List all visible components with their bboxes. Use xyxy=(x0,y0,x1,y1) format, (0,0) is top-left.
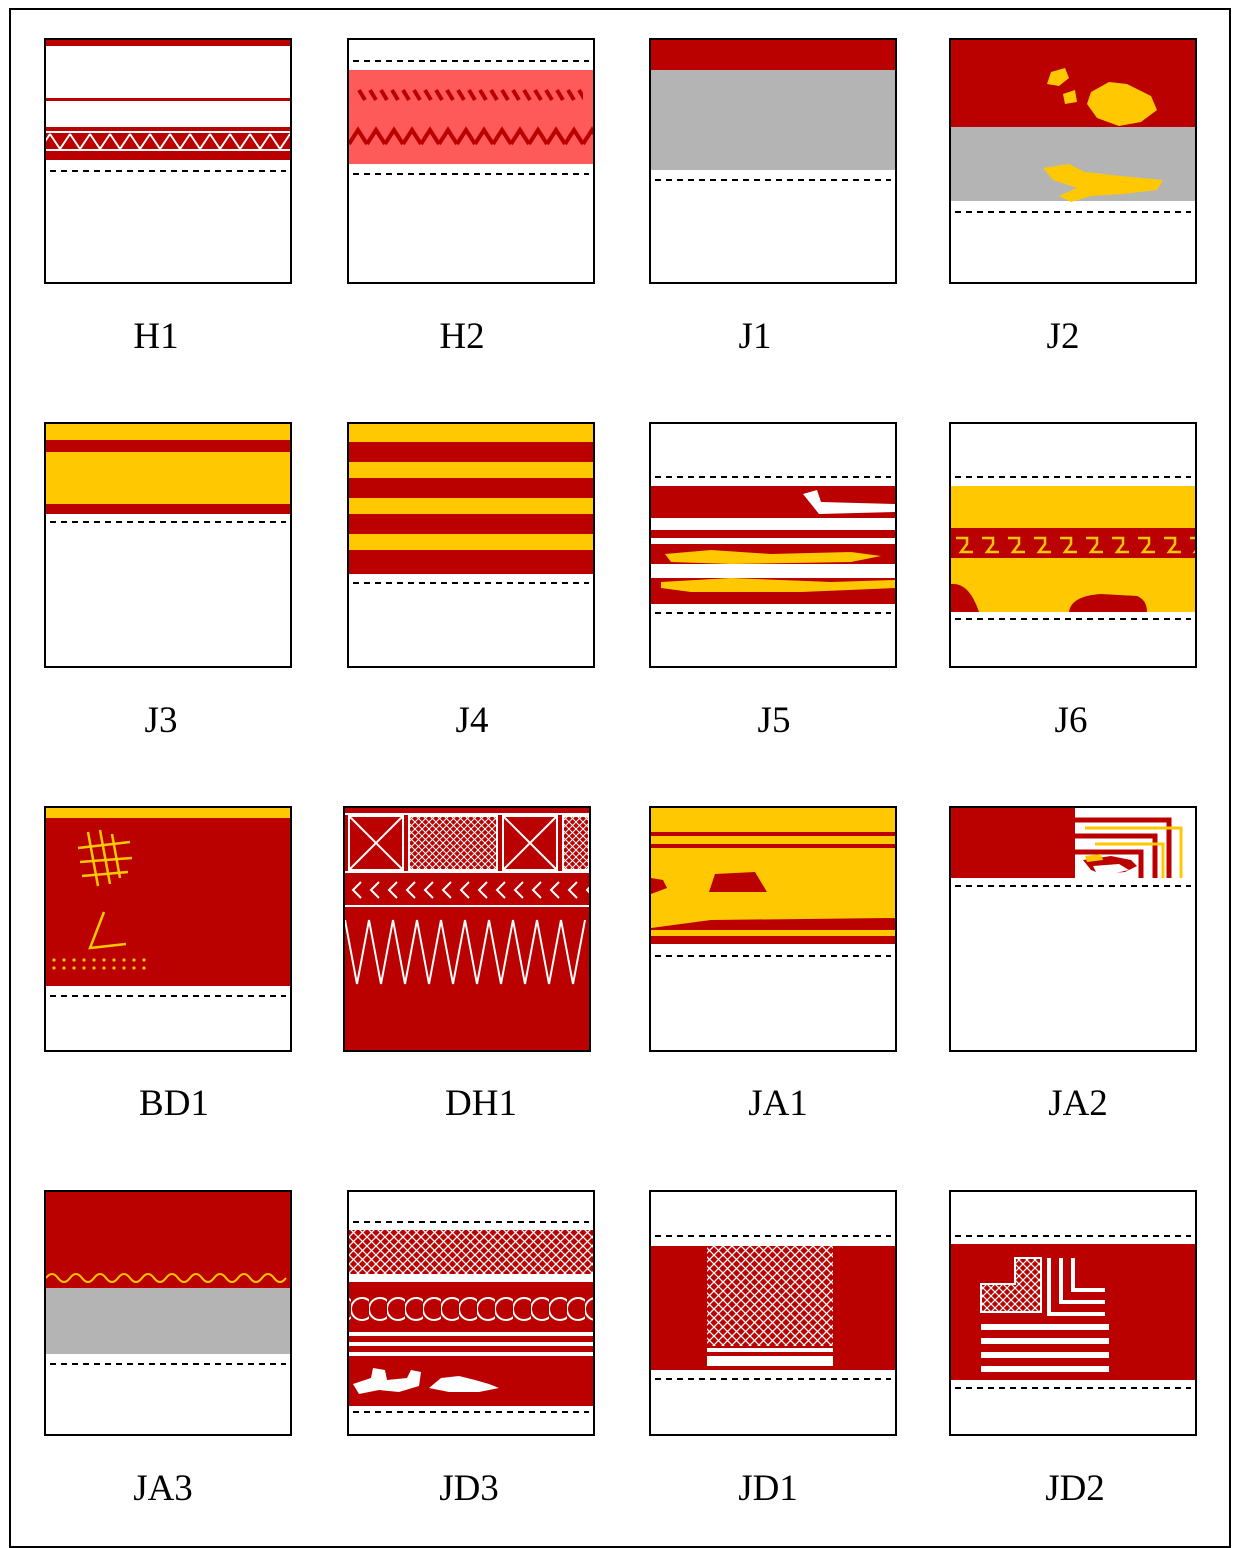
tile-label-j1: J1 xyxy=(655,318,855,355)
tile-label-j3: J3 xyxy=(61,702,261,739)
tile-label-h2: H2 xyxy=(362,318,562,355)
tile-label-ja1: JA1 xyxy=(678,1085,878,1122)
tile-label-dh1: DH1 xyxy=(381,1085,581,1122)
pattern-tile-j6 xyxy=(949,422,1197,668)
pattern-tile-ja2 xyxy=(949,806,1197,1052)
tile-label-j5: J5 xyxy=(674,702,874,739)
tile-label-ja2: JA2 xyxy=(978,1085,1178,1122)
tile-label-bd1: BD1 xyxy=(74,1085,274,1122)
pattern-tile-h1 xyxy=(44,38,292,284)
pattern-tile-h2 xyxy=(347,38,595,284)
tile-label-jd1: JD1 xyxy=(668,1470,868,1507)
tile-label-j6: J6 xyxy=(971,702,1171,739)
tile-label-jd3: JD3 xyxy=(369,1470,569,1507)
pattern-tile-j2 xyxy=(949,38,1197,284)
pattern-tile-bd1 xyxy=(44,806,292,1052)
pattern-tile-jd3 xyxy=(347,1190,595,1436)
tile-label-h1: H1 xyxy=(56,318,256,355)
tile-label-ja3: JA3 xyxy=(63,1470,263,1507)
pattern-tile-j1 xyxy=(649,38,897,284)
pattern-tile-jd1 xyxy=(649,1190,897,1436)
pattern-tile-j5 xyxy=(649,422,897,668)
tile-label-j4: J4 xyxy=(372,702,572,739)
pattern-tile-ja3 xyxy=(44,1190,292,1436)
pattern-tile-ja1 xyxy=(649,806,897,1052)
pattern-tile-jd2 xyxy=(949,1190,1197,1436)
tile-label-jd2: JD2 xyxy=(975,1470,1175,1507)
pattern-tile-j4 xyxy=(347,422,595,668)
tile-label-j2: J2 xyxy=(963,318,1163,355)
pattern-tile-dh1 xyxy=(343,806,591,1052)
pattern-tile-j3 xyxy=(44,422,292,668)
